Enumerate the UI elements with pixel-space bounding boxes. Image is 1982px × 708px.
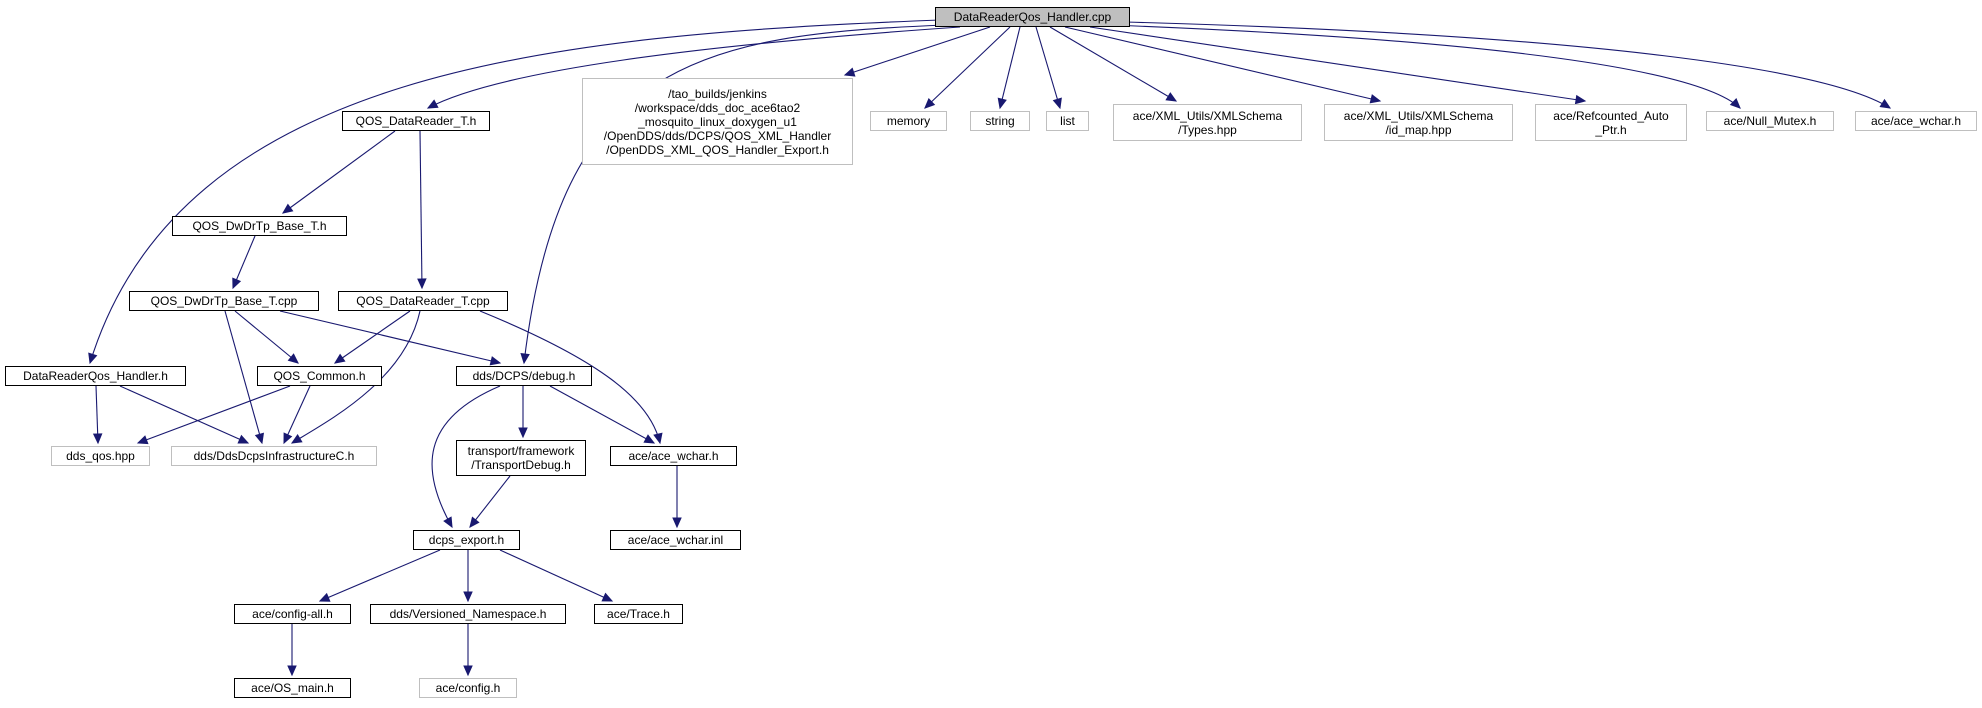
arrowhead-root-to-ace-wchar-top [1879, 98, 1892, 109]
edge-root-to-memory [924, 26, 1011, 109]
node-string[interactable]: string [970, 111, 1030, 131]
arrowhead-dwdrtp-cpp-to-qos-common [287, 353, 299, 364]
arrowhead-root-to-list [1052, 97, 1062, 110]
arrowhead-ace-wchar-mid-to-inl [672, 517, 682, 529]
edge-qdr-cpp-to-dds-infra [291, 310, 421, 444]
edge-dwdrtp-cpp-to-dds-infra [224, 310, 263, 444]
edge-qdr-cpp-to-ace-wchar-mid [479, 310, 661, 444]
arrowhead-root-to-null-mutex [1729, 97, 1741, 109]
node-ace-os-main-h[interactable]: ace/OS_main.h [234, 678, 351, 698]
edge-dcps-export-to-trace [499, 549, 613, 602]
arrowhead-debug-to-transport-debug [518, 427, 528, 439]
node-dds-qos-hpp[interactable]: dds_qos.hpp [51, 446, 150, 466]
arrowhead-qdr-h-to-dwdrtp-base-h [282, 203, 294, 214]
node-export-header-path[interactable]: /tao_builds/jenkins /workspace/dds_doc_a… [582, 78, 853, 165]
node-ace-config-all-h[interactable]: ace/config-all.h [234, 604, 351, 624]
arrowhead-root-to-dcps-debug-h [520, 353, 530, 365]
arrowhead-root-to-qos-datareader-t-h [426, 99, 439, 109]
arrowhead-root-to-xml-types [1165, 92, 1178, 102]
arrowhead-versioned-ns-to-config [463, 665, 473, 677]
edge-root-to-export-header [844, 26, 991, 76]
node-qos-datareader-t-cpp[interactable]: QOS_DataReader_T.cpp [338, 291, 508, 311]
arrowhead-transport-debug-to-dcps-export [469, 516, 480, 528]
edge-dwdrtp-cpp-to-qos-common [234, 310, 299, 364]
node-qos-dwdrtp-base-t-cpp[interactable]: QOS_DwDrTp_Base_T.cpp [129, 291, 319, 311]
edge-qos-common-to-dds-qos [137, 385, 291, 444]
node-xml-id-map-hpp[interactable]: ace/XML_Utils/XMLSchema /id_map.hpp [1324, 104, 1513, 141]
edge-qdr-cpp-to-qos-common [334, 310, 411, 364]
edge-transport-debug-to-dcps-export [469, 475, 511, 528]
edge-qdr-h-to-dwdrtp-base-h [282, 130, 396, 214]
node-dcps-export-h[interactable]: dcps_export.h [413, 530, 520, 550]
arrowhead-qdr-cpp-to-ace-wchar-mid [653, 432, 663, 445]
node-ace-config-h[interactable]: ace/config.h [419, 678, 517, 698]
edge-dwdrtp-cpp-to-dcps-debug [279, 310, 501, 364]
edge-root-to-string [999, 26, 1021, 109]
node-null-mutex-h[interactable]: ace/Null_Mutex.h [1706, 111, 1834, 131]
arrowhead-root-to-xml-id-map [1369, 94, 1382, 104]
arrowhead-dcps-export-to-versioned-ns [463, 591, 473, 603]
arrowhead-debug-to-dcps-export [443, 516, 453, 529]
edge-qdr-h-to-qdr-cpp [419, 130, 423, 289]
node-memory[interactable]: memory [870, 111, 947, 131]
node-dds-versioned-namespace-h[interactable]: dds/Versioned_Namespace.h [370, 604, 566, 624]
node-qos-dwdrtp-base-t-h[interactable]: QOS_DwDrTp_Base_T.h [172, 216, 347, 236]
edge-root-to-ace-wchar-top [1124, 21, 1891, 109]
arrowhead-drq-h-to-dds-qos [92, 433, 103, 445]
node-xml-types-hpp[interactable]: ace/XML_Utils/XMLSchema /Types.hpp [1113, 104, 1302, 141]
arrowhead-qos-common-to-dds-infra [283, 432, 293, 445]
arrowhead-qdr-h-to-qdr-cpp [417, 278, 427, 290]
arrowhead-debug-to-ace-wchar-mid [643, 434, 656, 444]
arrowhead-config-all-to-os-main [287, 665, 297, 677]
node-datareaderqos-handler-h[interactable]: DataReaderQos_Handler.h [5, 366, 186, 386]
node-qos-common-h[interactable]: QOS_Common.h [257, 366, 382, 386]
arrowhead-qos-common-to-dds-qos [136, 435, 149, 445]
node-transport-debug-h[interactable]: transport/framework /TransportDebug.h [456, 440, 586, 476]
node-list[interactable]: list [1046, 111, 1089, 131]
arrowhead-dwdrtp-h-to-dwdrtp-cpp [232, 277, 242, 290]
node-ace-trace-h[interactable]: ace/Trace.h [594, 604, 683, 624]
node-ace-wchar-h-mid[interactable]: ace/ace_wchar.h [610, 446, 737, 466]
node-dcps-debug-h[interactable]: dds/DCPS/debug.h [456, 366, 592, 386]
node-root-file[interactable]: DataReaderQos_Handler.cpp [935, 7, 1130, 27]
edge-root-to-refcounted [1089, 26, 1586, 102]
arrowhead-dcps-export-to-config-all [318, 592, 331, 602]
edge-debug-to-dcps-export [431, 385, 501, 528]
edge-drq-h-to-dds-qos [95, 385, 99, 444]
edge-root-to-xml-id-map [1064, 26, 1381, 102]
node-ace-wchar-inl[interactable]: ace/ace_wchar.inl [610, 530, 741, 550]
edge-root-to-xml-types [1049, 26, 1177, 102]
edge-root-to-dcps-debug-h [523, 24, 946, 364]
arrowhead-qdr-cpp-to-qos-common [333, 353, 346, 364]
edge-root-to-list [1035, 26, 1061, 109]
node-ace-wchar-h-top[interactable]: ace/ace_wchar.h [1855, 111, 1977, 131]
edge-root-to-qos-datareader-t-h [427, 26, 961, 109]
node-qos-datareader-t-h[interactable]: QOS_DataReader_T.h [342, 111, 490, 131]
arrowhead-root-to-string [997, 97, 1007, 110]
arrowhead-dcps-export-to-trace [601, 592, 614, 602]
arrowhead-drq-h-to-dds-infra [237, 434, 250, 444]
node-dds-infrastructure-c-h[interactable]: dds/DdsDcpsInfrastructureC.h [171, 446, 377, 466]
edge-root-to-null-mutex [1109, 24, 1741, 109]
edge-dcps-export-to-config-all [319, 549, 441, 602]
arrowhead-root-to-refcounted [1574, 94, 1587, 105]
arrowhead-qdr-cpp-to-dds-infra [290, 433, 303, 444]
arrowhead-dwdrtp-cpp-to-dds-infra [254, 432, 265, 445]
edge-qos-common-to-dds-infra [283, 385, 311, 444]
node-refcounted-auto-ptr-h[interactable]: ace/Refcounted_Auto _Ptr.h [1535, 104, 1687, 141]
arrowhead-root-to-export-header [843, 67, 856, 77]
arrowhead-root-to-memory [924, 97, 936, 109]
edge-root-to-datareaderqos-handler-h [89, 19, 941, 364]
arrowhead-dwdrtp-cpp-to-dcps-debug [489, 356, 502, 366]
arrowhead-root-to-datareaderqos-handler-h [88, 352, 98, 365]
edge-drq-h-to-dds-infra [119, 385, 249, 444]
edge-debug-to-ace-wchar-mid [549, 385, 655, 444]
